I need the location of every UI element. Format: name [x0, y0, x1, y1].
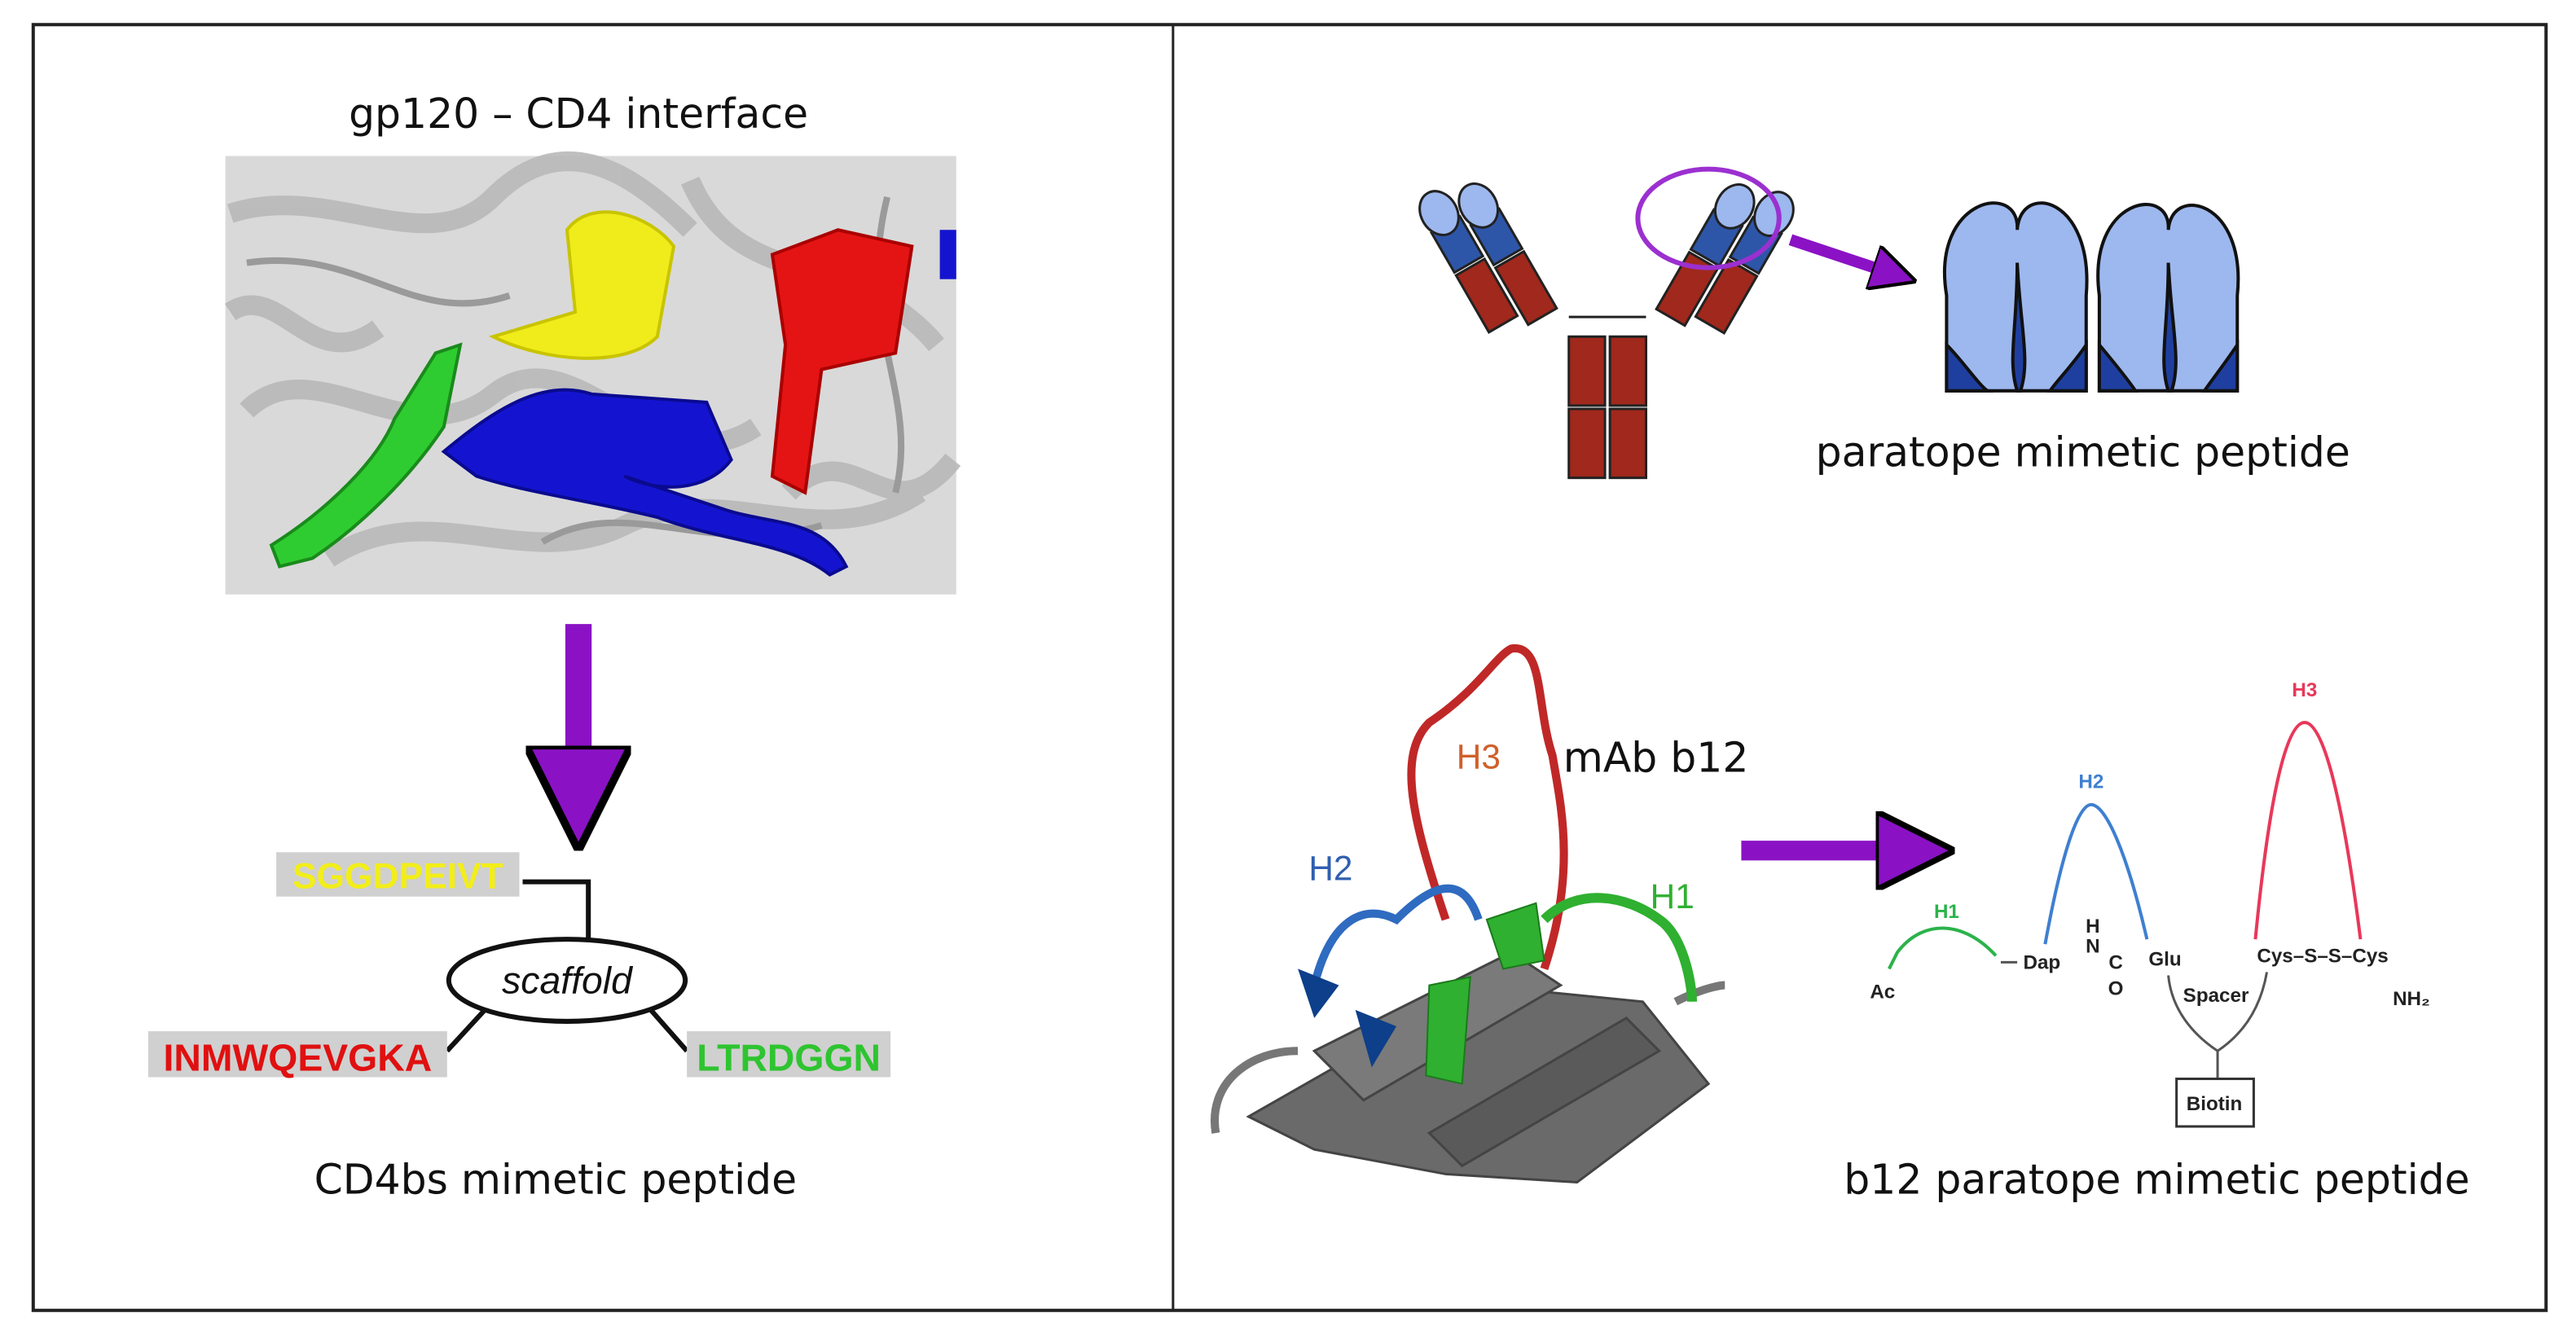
h2-label: H2 [2078, 771, 2103, 793]
h-atom-label: H [2086, 916, 2099, 938]
h3-loop-label: H3 [1457, 737, 1501, 775]
sequence-green: LTRDGGN [697, 1036, 881, 1078]
scaffold-diagram: SGGDPEIVT scaffold INMWQEVGKA LTRDGGN [147, 852, 891, 1078]
nh2-label: NH₂ [2393, 988, 2430, 1010]
cys-bridge-label: Cys–S–S–Cys [2257, 945, 2388, 967]
sequence-yellow: SGGDPEIVT [292, 857, 503, 897]
paratope-highlight-circle [1635, 166, 1782, 270]
c-atom-label: C [2108, 951, 2122, 973]
cd4bs-caption: CD4bs mimetic peptide [314, 1156, 798, 1204]
o-atom-label: O [2108, 978, 2124, 1000]
dap-label: Dap [2023, 951, 2060, 973]
b12-peptide-structure: H1 H2 H3 Ac Dap H N C O Glu Cys–S–S–Cys … [1870, 679, 2430, 1128]
gp120-structure-image [225, 151, 961, 595]
h1-label: H1 [1934, 901, 1959, 923]
sequence-red: INMWQEVGKA [164, 1036, 433, 1078]
n-atom-label: N [2086, 935, 2099, 957]
glu-label: Glu [2148, 948, 2181, 970]
scaffold-label: scaffold [502, 960, 633, 1002]
h1-loop-label: H1 [1651, 877, 1695, 916]
paratope-lobes-icon [1943, 201, 2240, 393]
biotin-label: Biotin [2187, 1093, 2243, 1115]
gp120-title: gp120 – CD4 interface [349, 90, 808, 138]
ac-label: Ac [1870, 981, 1895, 1003]
mab-b12-label: mAb b12 [1563, 734, 1749, 782]
right-arrow-icon [1788, 234, 1889, 272]
paratope-caption: paratope mimetic peptide [1816, 428, 2350, 476]
h2-loop-label: H2 [1308, 850, 1352, 888]
antibody-icon [1418, 182, 1795, 480]
b12-structure-image [1211, 644, 1725, 1184]
h3-label: H3 [2292, 679, 2317, 701]
b12-caption: b12 paratope mimetic peptide [1844, 1156, 2469, 1204]
spacer-label: Spacer [2183, 985, 2249, 1007]
